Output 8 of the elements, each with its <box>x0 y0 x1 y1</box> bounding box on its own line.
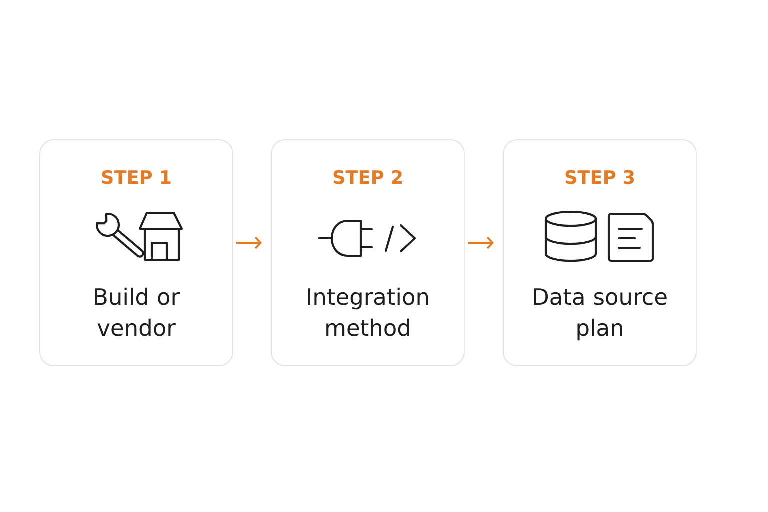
step-title: Integration method <box>308 288 428 336</box>
step-label: STEP 1 <box>102 170 171 184</box>
step-label: STEP 2 <box>334 170 402 184</box>
step-label: STEP 3 <box>566 170 634 184</box>
step-title: Build or vendor <box>95 288 180 336</box>
arrow <box>236 236 262 250</box>
step-title: Data source plan <box>534 288 667 341</box>
arrow <box>468 236 494 250</box>
